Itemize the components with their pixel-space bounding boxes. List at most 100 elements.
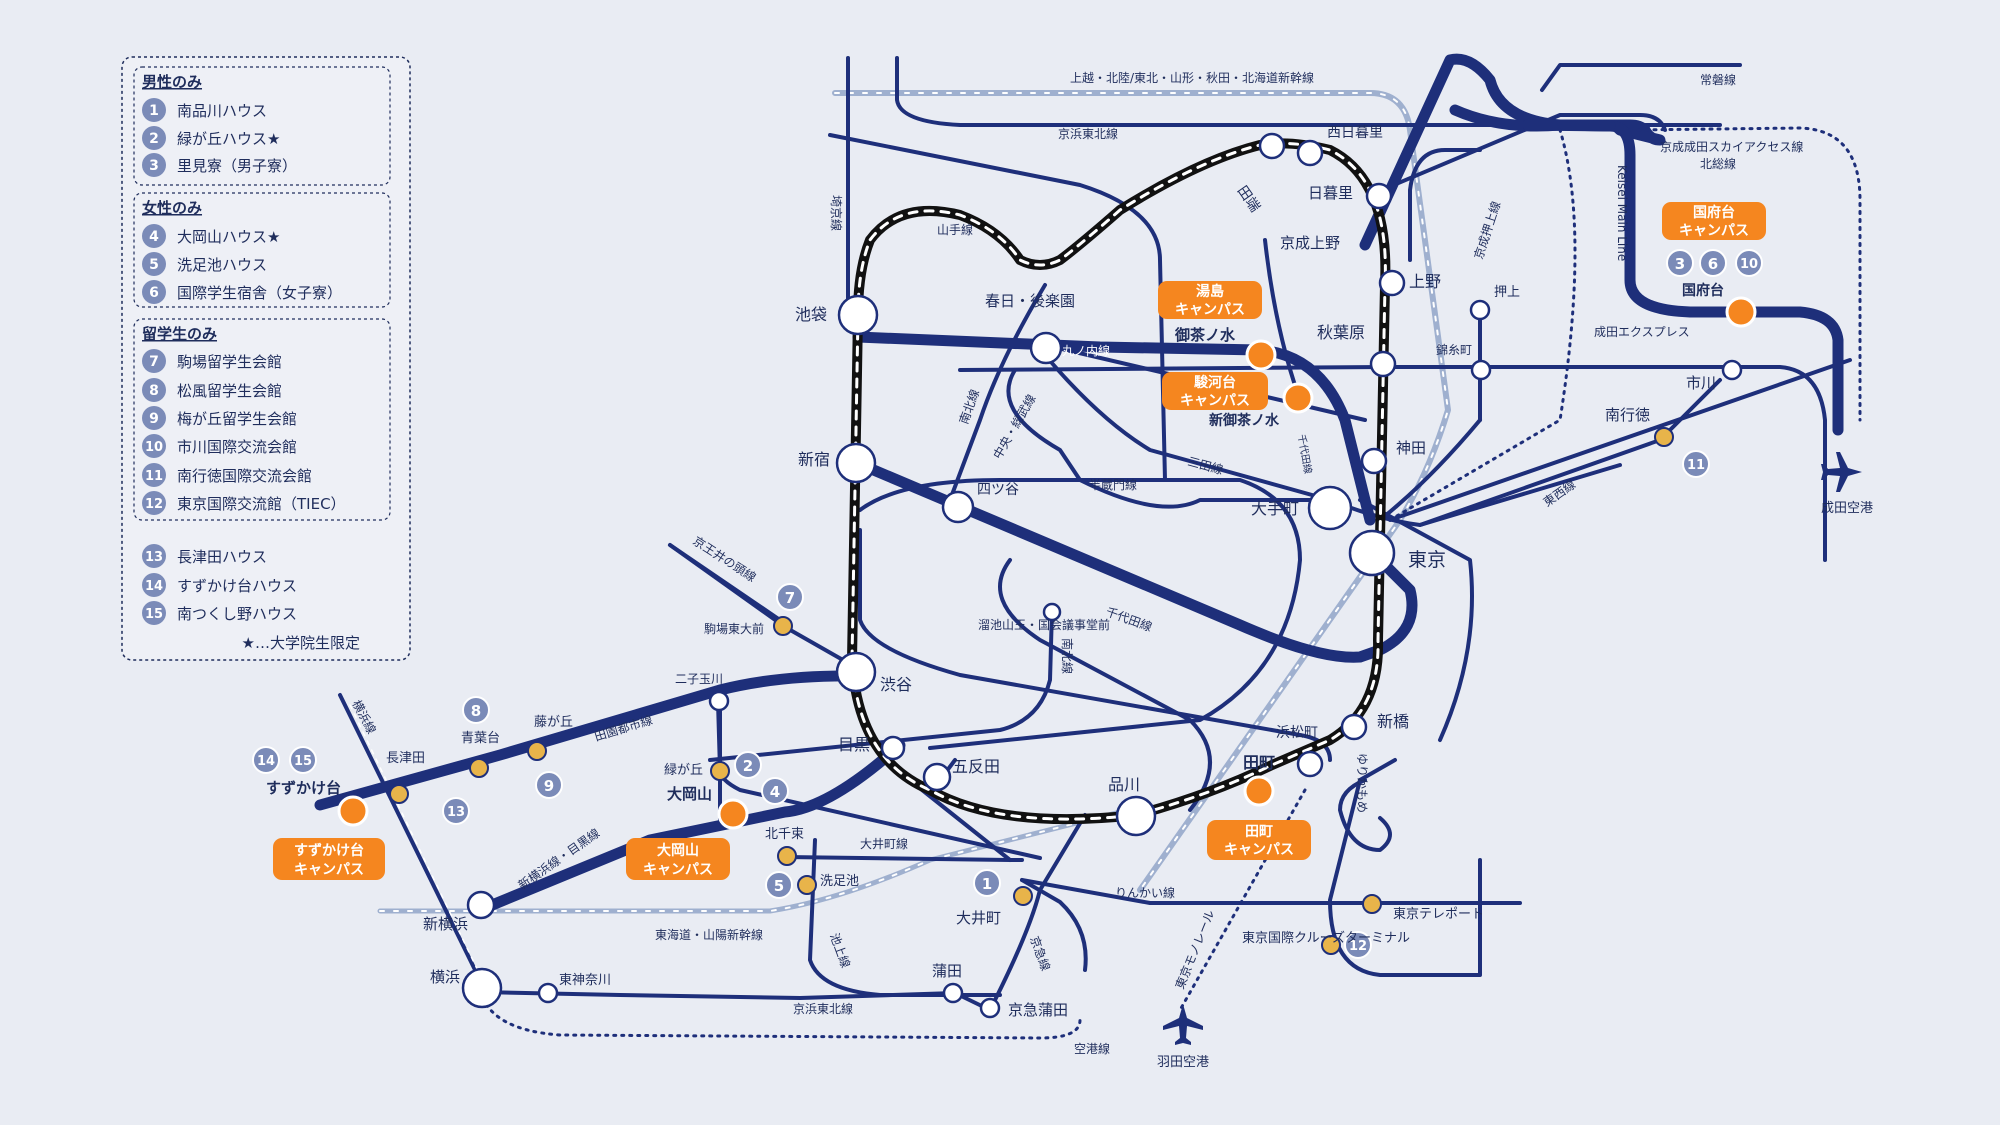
svg-text:湯島: 湯島 [1196, 283, 1224, 300]
keisei-branch [1522, 119, 1616, 132]
station-label: 洗足池 [820, 874, 859, 889]
line-label: 千代田線 [1104, 604, 1154, 635]
svg-text:国府台: 国府台 [1693, 204, 1735, 221]
legend-number: 12 [145, 497, 163, 512]
station-label: 蒲田 [932, 962, 962, 980]
station-label: 田町 [1243, 753, 1275, 772]
legend-name: 国際学生宿舎（女子寮） [177, 284, 342, 302]
dorm-badge: 11 [1682, 450, 1710, 478]
station-label: 大手町 [1251, 499, 1299, 518]
line-label: 大井町線 [860, 836, 908, 851]
legend-item: 9 梅が丘留学生会館 [142, 406, 297, 430]
dorm-badge: 12 [1344, 931, 1372, 959]
dorm-badge: 8 [462, 696, 490, 724]
line-label: 京王井の頭線 [690, 533, 759, 585]
station-label: 押上 [1494, 285, 1520, 300]
station-label: 目黒 [838, 735, 870, 754]
line-label: 京成成田スカイアクセス線 [1660, 139, 1803, 154]
svg-text:8: 8 [471, 702, 481, 720]
station-label: 東京 [1408, 549, 1446, 571]
legend-number: 1 [149, 103, 159, 119]
station-label: 五反田 [952, 757, 1000, 776]
station-label: 御茶ノ水 [1174, 326, 1236, 344]
station-label: 上野 [1409, 272, 1441, 291]
station-label: 北千束 [765, 827, 804, 842]
station-label: 品川 [1108, 775, 1140, 794]
station-label: すずかけ台 [266, 779, 341, 797]
tokaido-shinkansen-inner [379, 807, 1137, 912]
line-label: 山手線 [937, 222, 973, 237]
line-label: 東海道・山陽新幹線 [655, 927, 763, 942]
svg-text:大岡山: 大岡山 [657, 842, 699, 859]
legend-name: 梅が丘留学生会館 [177, 410, 297, 428]
svg-text:7: 7 [785, 589, 795, 607]
svg-text:5: 5 [774, 877, 784, 895]
station-label: 大井町 [956, 909, 1001, 927]
legend-number: 15 [145, 607, 163, 622]
station-label: 東京テレポート [1393, 906, 1484, 922]
legend-item: 7 駒場留学生会館 [142, 349, 282, 373]
station-label: 二子玉川 [675, 672, 723, 686]
station-label: 緑が丘 [664, 763, 703, 778]
legend-number: 4 [149, 229, 159, 245]
dorm-badge: 15 [289, 746, 317, 774]
dorm-badge: 9 [535, 771, 563, 799]
legend-item: 14 すずかけ台ハウス [142, 573, 297, 597]
station-label: 成田空港 [1821, 501, 1873, 516]
line-label: 半蔵門線 [1089, 477, 1137, 492]
svg-text:12: 12 [1349, 939, 1367, 954]
legend-name: 長津田ハウス [177, 548, 267, 566]
legend-number: 8 [149, 383, 159, 399]
legend-name: 大岡山ハウス★ [177, 228, 280, 246]
line-label: りんかい線 [1115, 885, 1175, 900]
campus-dots [337, 296, 1757, 830]
dorm-badges: 7 8 9 14 15 13 2 4 5 1 12 11 3 6 10 [252, 249, 1763, 959]
legend-name: 南つくし野ハウス [177, 605, 297, 623]
station-label: 東神奈川 [559, 972, 611, 988]
legend-number: 7 [149, 354, 159, 370]
line-label: 成田エクスプレス [1594, 325, 1690, 339]
station-label: 新横浜 [423, 915, 468, 933]
station-label: 青葉台 [461, 731, 500, 746]
station-label: 大岡山 [667, 785, 712, 803]
legend-number: 9 [149, 411, 159, 427]
station-label: 新御茶ノ水 [1209, 412, 1280, 429]
chiyoda-thick [844, 454, 1418, 663]
keisei-main [1449, 104, 1844, 436]
legend-name: 松風留学生会館 [177, 382, 282, 400]
line-labels: 上越・北陸/東北・山形・秋田・北海道新幹線 常磐線 京浜東北線 埼京線 山手線 … [349, 70, 1803, 1056]
line-label: 常磐線 [1700, 72, 1736, 87]
svg-text:6: 6 [1708, 255, 1718, 273]
station-label: 横浜 [430, 968, 460, 986]
svg-text:15: 15 [294, 754, 312, 769]
legend-group-men-title: 男性のみ [142, 73, 202, 91]
station-label: 南行徳 [1605, 406, 1650, 424]
legend-name: 駒場留学生会館 [177, 353, 282, 371]
legend-number: 14 [145, 579, 163, 594]
dorm-badge: 2 [734, 751, 762, 779]
station-label: 東京国際クルーズターミナル [1242, 930, 1410, 946]
legend-number: 11 [145, 469, 163, 484]
station-label: 長津田 [386, 751, 425, 766]
legend-name: 市川国際交流会館 [177, 438, 297, 456]
svg-text:3: 3 [1675, 255, 1685, 273]
station-label: 春日・後楽園 [985, 292, 1075, 310]
legend-group-intl-title: 留学生のみ [142, 325, 217, 343]
legend-name: すずかけ台ハウス [177, 577, 297, 595]
line-label: 上越・北陸/東北・山形・秋田・北海道新幹線 [1070, 70, 1314, 85]
line-label: 北総線 [1700, 156, 1736, 171]
line-label: 京浜東北線 [793, 1001, 853, 1016]
shinkansen-line [832, 90, 1451, 893]
svg-text:13: 13 [447, 805, 465, 820]
svg-text:11: 11 [1687, 458, 1705, 473]
dorm-badge: 13 [442, 797, 470, 825]
